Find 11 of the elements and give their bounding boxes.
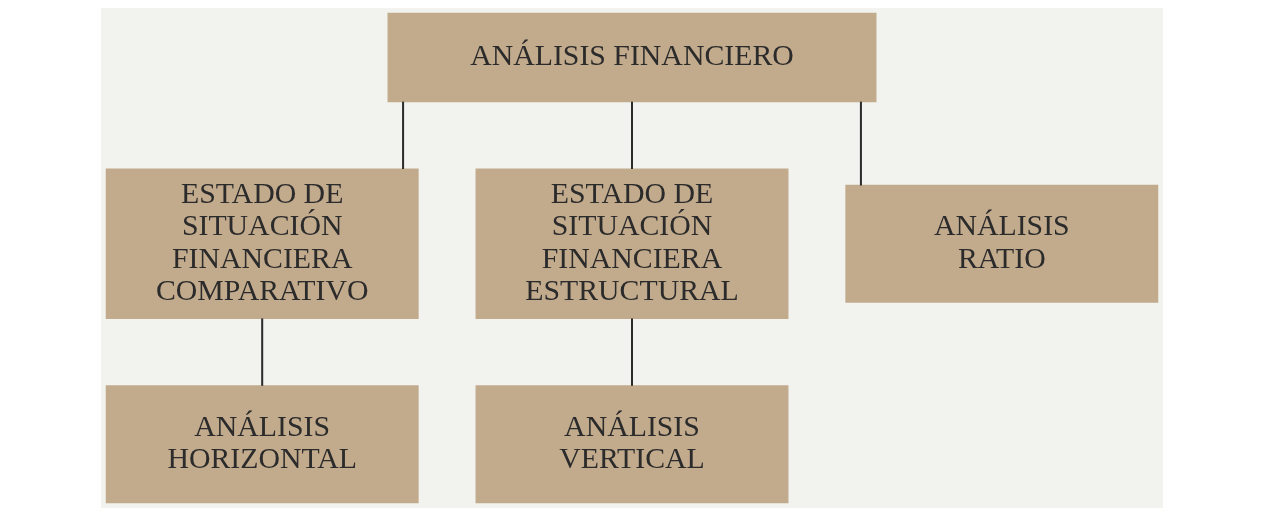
node-box: ESTADO DE SITUACIÓN FINANCIERA COMPARATIVO (105, 168, 419, 319)
node-box: ANÁLISIS VERTICAL (475, 385, 789, 504)
connector (859, 101, 862, 186)
connector (631, 101, 633, 169)
node-box: ANÁLISIS RATIO (845, 184, 1159, 303)
connector (631, 318, 633, 386)
connector (402, 101, 405, 169)
node-box: ESTADO DE SITUACIÓN FINANCIERA ESTRUCTURAL (475, 168, 789, 319)
node-box: ANÁLISIS HORIZONTAL (105, 385, 419, 504)
connector (261, 318, 264, 386)
node-box: ANÁLISIS FINANCIERO (387, 12, 877, 103)
